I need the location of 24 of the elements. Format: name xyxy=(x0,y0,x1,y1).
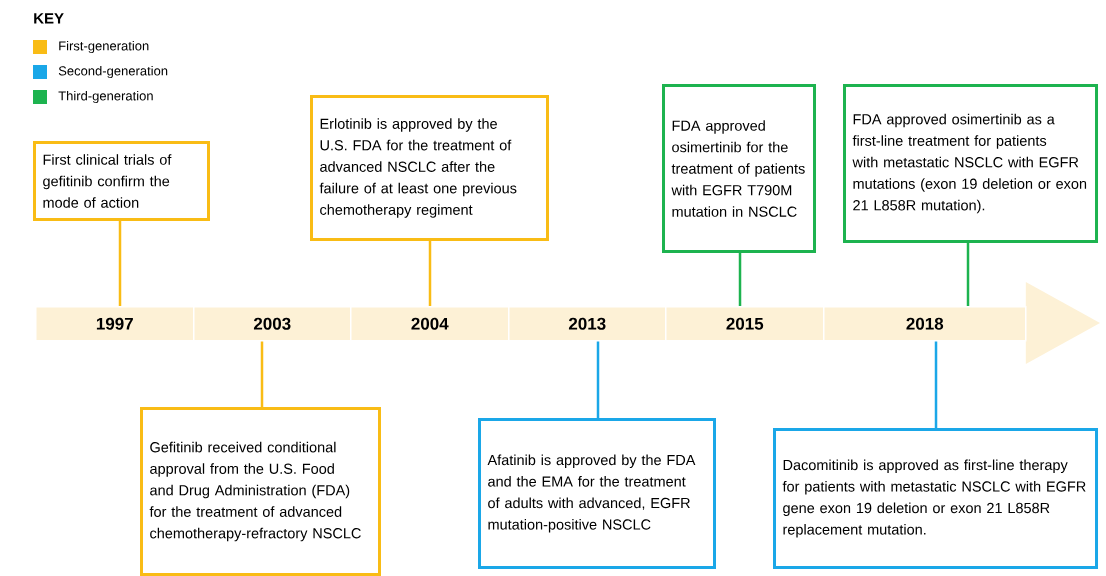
year-segment: 2004 xyxy=(350,306,510,342)
key-heading: KEY xyxy=(34,13,64,24)
connector-line xyxy=(934,341,938,428)
event-box: Afatinib is approved by the FDA and the EMA for the treatment of adults with advanced, EGFR mutation-positive NSCLC xyxy=(478,418,716,569)
legend-label: First-generation xyxy=(59,40,149,54)
event-box: First clinical trials of gefitinib confirm the mode of action xyxy=(33,141,210,221)
year-segment: 2013 xyxy=(508,306,667,342)
event-box: Dacomitinib is approved as first-line therapy for patients with metastatic NSCLC with EGFR gene exon 19 deletion or exon 21 L858R replacement mutation. xyxy=(773,428,1098,569)
connector-line xyxy=(428,241,432,306)
year-segment: 2018 xyxy=(823,306,1027,342)
legend-label: Third-generation xyxy=(58,90,153,104)
connector-line xyxy=(738,253,742,306)
event-box: Erlotinib is approved by the U.S. FDA for the treatment of advanced NSCLC after the failure of at least one previous chemotherapy regiment xyxy=(310,95,549,241)
event-box: Gefitinib received conditional approval from the U.S. Food and Drug Administration (FDA) for the treatment of advanced chemotherapy-refractory NSCLC xyxy=(140,407,381,576)
year-segment: 1997 xyxy=(35,306,195,342)
year-segment: 2015 xyxy=(665,306,825,342)
year-segment: 2003 xyxy=(193,306,352,342)
connector-line xyxy=(966,243,970,306)
connector-line xyxy=(118,221,122,306)
connector-line xyxy=(260,341,264,407)
event-box: FDA approved osimertinib for the treatment of patients with EGFR T790M mutation in NSCLC xyxy=(662,84,816,253)
connector-line xyxy=(596,341,600,418)
event-box: FDA approved osimertinib as a first-line treatment for patients with metastatic NSCLC with EGFR mutations (exon 19 deletion or exon 21 L858R mutation). xyxy=(843,84,1098,243)
legend-label: Second-generation xyxy=(58,65,168,79)
